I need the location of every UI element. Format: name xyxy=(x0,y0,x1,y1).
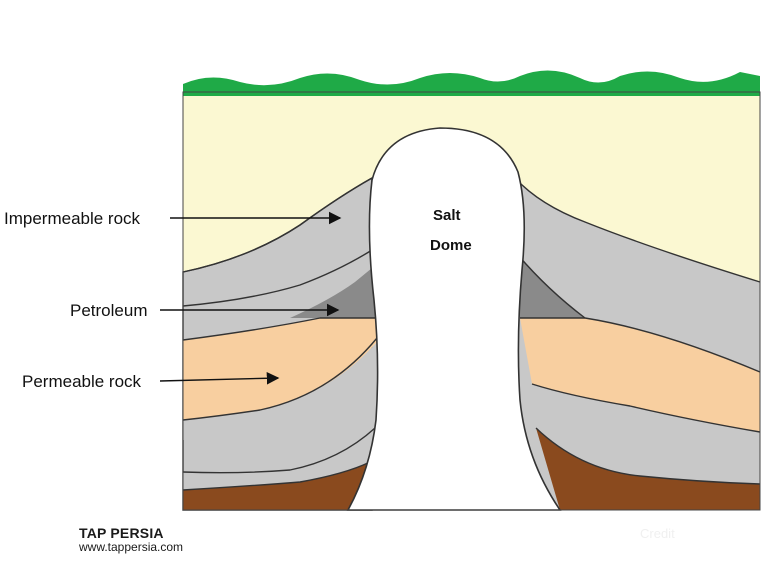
credit-watermark: Credit xyxy=(640,526,675,541)
petroleum-label: Petroleum xyxy=(70,301,147,320)
impermeable-rock-label: Impermeable rock xyxy=(4,209,141,228)
brand-url: www.tappersia.com xyxy=(79,539,184,554)
salt-dome xyxy=(346,127,562,511)
cross-section-border xyxy=(182,91,761,511)
permeable-rock-left xyxy=(183,318,377,420)
brown-base-left xyxy=(183,462,370,510)
lower-gray-rock-left xyxy=(183,342,380,440)
permeable-rock-arrow xyxy=(159,371,280,385)
grass-surface xyxy=(183,70,760,96)
brown-base-right xyxy=(536,428,760,510)
permeable-rock-right xyxy=(520,318,760,432)
petroleum-pocket-left xyxy=(290,268,375,318)
dome-label: Dome xyxy=(430,237,472,254)
brand-name: TAP PERSIA xyxy=(79,525,164,541)
brand-block: TAP PERSIA www.tappersia.com xyxy=(79,526,183,553)
salt-label: Salt xyxy=(433,207,461,224)
permeable-rock-label: Permeable rock xyxy=(22,372,142,391)
petroleum-pocket-right xyxy=(518,255,585,318)
